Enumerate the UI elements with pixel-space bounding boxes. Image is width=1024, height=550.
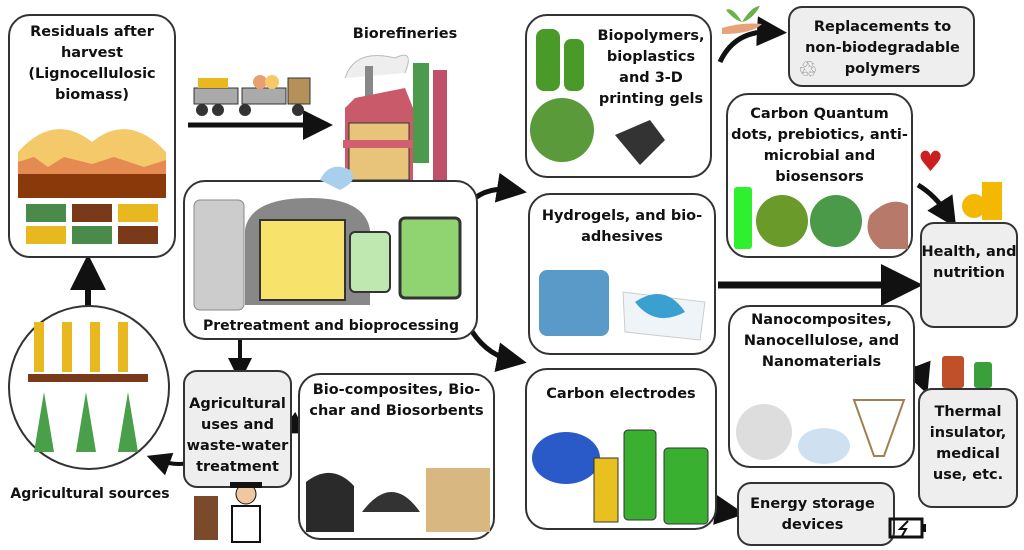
fruit-juice-icon xyxy=(962,182,1002,220)
biochar-icon xyxy=(306,468,490,532)
replacements-box xyxy=(788,6,975,87)
pretreatment-label: Pretreatment and bioprocessing xyxy=(202,318,460,334)
health-label: Health, and nutrition xyxy=(921,244,1017,281)
health-box xyxy=(920,222,1018,328)
factory-icon xyxy=(343,54,447,180)
biopolymers-label: Biopolymers, bioplastics and 3-D printin… xyxy=(597,28,705,107)
reactor-barrels-icon xyxy=(193,166,462,311)
medicine-bottles-icon xyxy=(942,356,992,388)
hay-bales-icon xyxy=(18,129,166,244)
biorefineries-label: Biorefineries xyxy=(352,26,458,42)
bioplastic-bottles-icon xyxy=(530,29,665,165)
fertilizer-farmer-icon xyxy=(194,482,262,543)
replacements-label: Replacements to non-biodegradable polyme… xyxy=(805,19,960,77)
plant-hand-icon xyxy=(722,6,762,34)
energy-storage-box xyxy=(737,482,895,546)
nanomaterials-icon xyxy=(736,399,906,464)
arrow-biopolymers-to-replacements xyxy=(717,16,787,64)
carbon-quantum-label: Carbon Quantum dots, prebiotics, anti-mi… xyxy=(731,106,908,185)
recycle-leaf-icon: ♲ xyxy=(798,58,818,83)
hydrogels-label: Hydrogels, and bio-adhesives xyxy=(541,208,703,245)
energy-storage-label: Energy storage devices xyxy=(750,496,875,533)
agri-uses-label: Agricultural uses and waste-water treatm… xyxy=(186,396,289,475)
truck-icon xyxy=(193,75,311,116)
arrow-cqd-to-health xyxy=(916,182,957,228)
nanocomposites-label: Nanocomposites, Nanocellulose, and Nanom… xyxy=(743,312,900,370)
thermal-label: Thermal insulator, medical use, etc. xyxy=(929,404,1007,483)
biocomposites-label: Bio-composites, Bio-char and Biosorbents xyxy=(309,382,484,419)
biosensors-icon xyxy=(734,187,908,249)
heart-pulse-icon: ♥ xyxy=(918,145,944,178)
battery-charging-icon xyxy=(888,517,926,539)
residuals-label: Residuals after harvest (Lignocellulosic… xyxy=(28,24,156,103)
agri-sources-label: Agricultural sources xyxy=(10,486,170,502)
carbon-electrodes-label: Carbon electrodes xyxy=(546,386,696,402)
hydrogel-icon xyxy=(539,270,706,341)
batteries-icon xyxy=(532,429,709,525)
crops-icon xyxy=(28,322,148,452)
thermal-box xyxy=(918,388,1018,508)
